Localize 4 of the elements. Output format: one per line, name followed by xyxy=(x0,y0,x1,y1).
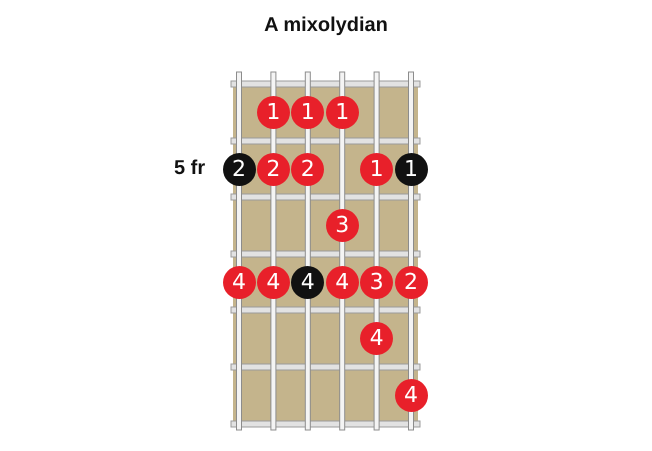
fret-position-label: 5 fr xyxy=(174,157,206,180)
finger-number-dot: 4 xyxy=(222,266,256,298)
diagram-title: A mixolydian xyxy=(263,14,389,37)
finger-number-dot: 2 xyxy=(222,152,256,186)
